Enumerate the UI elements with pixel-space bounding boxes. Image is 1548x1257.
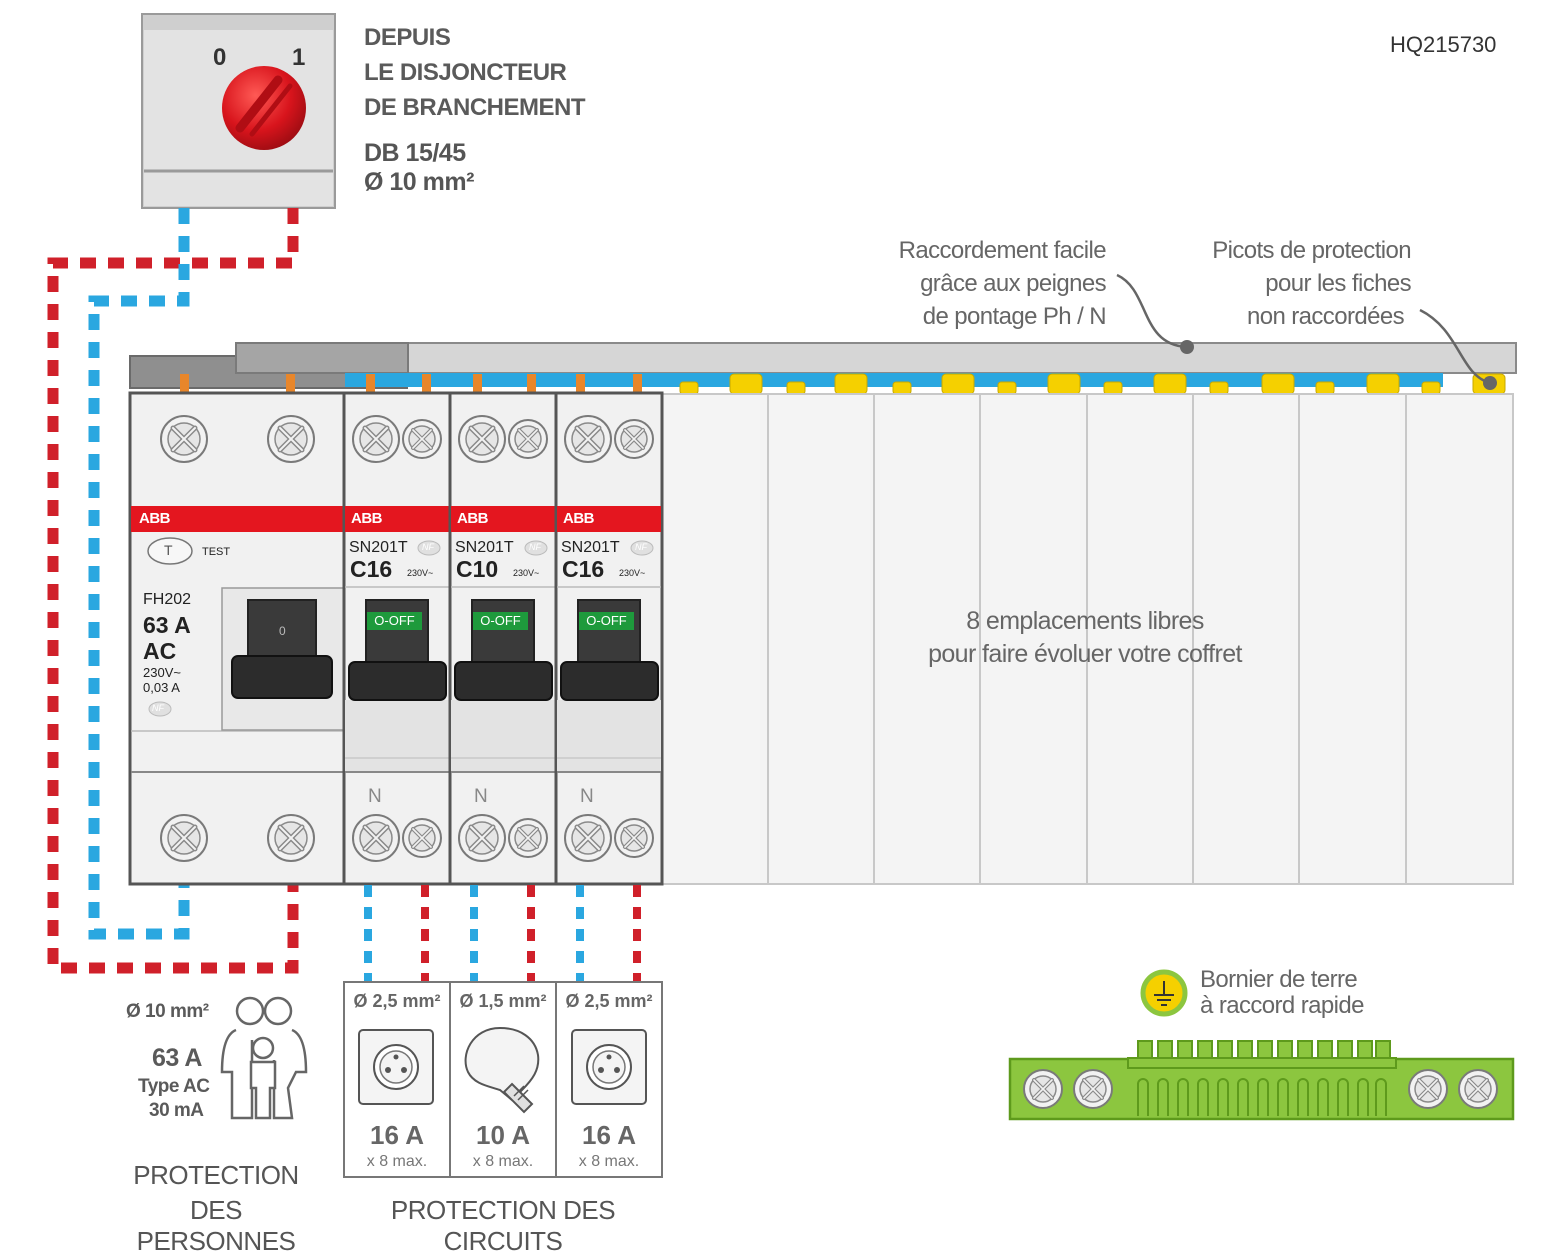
source-section: Ø 10 mm² xyxy=(364,168,474,196)
earth-label-line-1: Bornier de terre xyxy=(1200,966,1358,993)
persons-amps: 63 A xyxy=(152,1044,202,1072)
circuit-1-section: Ø 2,5 mm² xyxy=(353,991,441,1011)
circuit-1-max: x 8 max. xyxy=(366,1153,428,1170)
breaker-1-brand: ABB xyxy=(351,510,383,527)
rcd-model: FH202 xyxy=(143,591,192,608)
switch-position-1: 1 xyxy=(292,44,306,71)
breaker-2-model: SN201T xyxy=(455,539,514,556)
circuit-3-amps: 16 A xyxy=(582,1120,636,1150)
rcd-test-button[interactable]: T xyxy=(164,542,173,558)
source-line-1: DEPUIS xyxy=(364,24,451,51)
circuits-title: PROTECTION DES CIRCUITS xyxy=(390,1195,616,1256)
comb-callout: Raccordement facile grâce aux peignes de… xyxy=(860,234,1107,333)
breaker-1-neutral: N xyxy=(368,786,382,807)
earth-label-line-2: à raccord rapide xyxy=(1200,992,1364,1019)
circuit-2-section: Ø 1,5 mm² xyxy=(459,991,547,1011)
breaker-1-off-indicator: O-OFF xyxy=(367,612,422,630)
breaker-2-curve: C10 xyxy=(456,556,499,582)
breaker-3-brand: ABB xyxy=(563,510,595,527)
breaker-1-voltage: 230V~ xyxy=(407,568,434,578)
comb-callout-line-2: grâce aux peignes xyxy=(920,270,1107,297)
rcd-sensitivity: 0,03 A xyxy=(143,680,180,695)
circuit-wires xyxy=(364,885,641,982)
rotary-knob xyxy=(222,66,306,150)
family-icon xyxy=(220,996,308,1120)
rcd-voltage: 230V~ xyxy=(143,665,181,680)
comb-callout-line-1: Raccordement facile xyxy=(898,237,1107,264)
breaker-1-curve: C16 xyxy=(350,556,393,582)
rcd-nf-mark: NF xyxy=(152,703,164,713)
breaker-3-curve: C16 xyxy=(562,556,605,582)
main-switch xyxy=(141,13,336,209)
breaker-2-nf: NF xyxy=(529,542,541,552)
breaker-1-nf: NF xyxy=(422,542,434,552)
breaker-modules xyxy=(342,391,664,886)
source-line-2: LE DISJONCTEUR xyxy=(364,59,567,86)
circuit-3-max: x 8 max. xyxy=(578,1153,640,1170)
rcd-brand: ABB xyxy=(139,510,171,527)
breaker-3-neutral: N xyxy=(580,786,594,807)
comb-busbars xyxy=(129,342,1517,394)
rcd-type: AC xyxy=(143,638,177,664)
breaker-2-neutral: N xyxy=(474,786,488,807)
comb-callout-line-3: de pontage Ph / N xyxy=(922,303,1107,330)
circuit-boxes xyxy=(343,981,663,1178)
pins-callout-line-1: Picots de protection xyxy=(1212,237,1411,264)
source-rating: DB 15/45 xyxy=(364,139,466,167)
socket-icon xyxy=(358,1029,434,1105)
persons-title-2: DES PERSONNES xyxy=(136,1195,296,1256)
circuit-1-amps: 16 A xyxy=(370,1120,424,1150)
breaker-3-nf: NF xyxy=(635,542,647,552)
pins-callout-line xyxy=(1419,308,1491,385)
persons-sensitivity: 30 mA xyxy=(149,1100,204,1121)
breaker-1-model: SN201T xyxy=(349,539,408,556)
socket-icon xyxy=(571,1029,647,1105)
persons-section: Ø 10 mm² xyxy=(126,1001,209,1022)
free-slots xyxy=(661,393,1514,885)
earth-label: Bornier de terre à raccord rapide xyxy=(1200,967,1364,1019)
bulb-icon xyxy=(464,1026,540,1114)
rcd-lever[interactable]: 0 xyxy=(279,624,286,638)
earth-terminal-block xyxy=(1008,969,1515,1121)
rcd-amps: 63 A xyxy=(143,612,191,638)
rcd-module xyxy=(128,391,346,886)
circuit-3-section: Ø 2,5 mm² xyxy=(565,991,653,1011)
incoming-wires xyxy=(47,208,299,974)
persons-type: Type AC xyxy=(138,1076,210,1097)
breaker-3-model: SN201T xyxy=(561,539,620,556)
breaker-2-voltage: 230V~ xyxy=(513,568,540,578)
source-line-3: DE BRANCHEMENT xyxy=(364,94,586,121)
doc-reference: HQ215730 xyxy=(1390,32,1497,57)
free-slots-label: 8 emplacements libres pour faire évoluer… xyxy=(880,605,1290,671)
persons-title-1: PROTECTION xyxy=(133,1160,299,1190)
free-slots-line-1: 8 emplacements libres xyxy=(966,607,1204,635)
rcd-test-label: TEST xyxy=(202,546,231,558)
comb-callout-line xyxy=(1116,273,1188,349)
pins-callout-line-2: pour les fiches xyxy=(1265,270,1411,297)
switch-position-0: 0 xyxy=(213,44,227,71)
pins-callout: Picots de protection pour les fiches non… xyxy=(1170,234,1411,333)
breaker-2-off-indicator: O-OFF xyxy=(473,612,528,630)
breaker-2-brand: ABB xyxy=(457,510,489,527)
free-slots-line-2: pour faire évoluer votre coffret xyxy=(928,640,1242,668)
breaker-3-voltage: 230V~ xyxy=(619,568,646,578)
pins-callout-line-3: non raccordées xyxy=(1246,303,1405,330)
breaker-3-off-indicator: O-OFF xyxy=(579,612,634,630)
circuit-2-max: x 8 max. xyxy=(472,1153,534,1170)
circuit-2-amps: 10 A xyxy=(476,1120,530,1150)
